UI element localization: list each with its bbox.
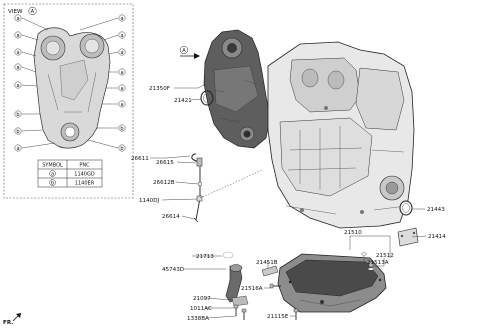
oil-strainer-gasket bbox=[222, 251, 234, 259]
svg-text:a: a bbox=[16, 50, 19, 56]
svg-text:a: a bbox=[120, 70, 123, 76]
svg-text:a: a bbox=[120, 102, 123, 108]
bolt-marker-a: a bbox=[14, 81, 22, 89]
rear-oil-seal bbox=[399, 200, 413, 216]
bolt-marker-a: a bbox=[118, 84, 126, 92]
part-label-21443: 21443 bbox=[427, 207, 445, 213]
view-a-arrow: A bbox=[179, 45, 200, 59]
bolt-marker-a: a bbox=[14, 31, 22, 39]
bolt-marker-a: a bbox=[14, 63, 22, 71]
drain-plug-gasket bbox=[361, 252, 367, 256]
part-labels: 21350F 21421 26611 26615 26612B 1140DJ 2… bbox=[131, 86, 446, 322]
part-label-21097: 21097 bbox=[193, 296, 211, 302]
svg-text:a: a bbox=[16, 146, 19, 152]
svg-text:a: a bbox=[120, 33, 123, 39]
bolt-marker-b: b bbox=[118, 124, 126, 132]
table-row-pnc: 1140ER bbox=[75, 181, 95, 187]
front-label: FR. bbox=[3, 320, 13, 326]
table-row-symbol: b bbox=[51, 180, 54, 186]
part-label-1338BA: 1338BA bbox=[187, 316, 209, 322]
part-label-26614: 26614 bbox=[162, 214, 180, 220]
part-label-21510: 21510 bbox=[344, 230, 362, 236]
view-title: VIEW bbox=[8, 9, 23, 15]
drain-plug bbox=[367, 261, 375, 271]
part-label-21512: 21512 bbox=[376, 253, 394, 259]
part-leader-lines bbox=[150, 83, 427, 319]
svg-text:A: A bbox=[182, 48, 186, 54]
pan-baffle bbox=[261, 265, 279, 277]
table-symbol-circle bbox=[49, 170, 56, 177]
part-label-21421: 21421 bbox=[174, 98, 192, 104]
view-bolt-leaders bbox=[21, 17, 119, 149]
part-label-26611: 26611 bbox=[131, 156, 149, 162]
table-header-pnc: PNC bbox=[79, 163, 90, 169]
bolt-marker-b: b bbox=[14, 110, 22, 118]
crank-seal-hole bbox=[64, 126, 76, 138]
svg-text:b: b bbox=[16, 112, 19, 118]
timing-chain-cover bbox=[203, 29, 271, 149]
cover-ribs bbox=[47, 71, 97, 113]
part-label-21350F: 21350F bbox=[149, 86, 170, 92]
part-label-21451B: 21451B bbox=[256, 260, 278, 266]
part-label-21115E: 21115E bbox=[267, 314, 289, 320]
part-label-45743D: 45743D bbox=[162, 267, 184, 273]
svg-text:a: a bbox=[120, 50, 123, 56]
part-label-26612B: 26612B bbox=[153, 180, 175, 186]
view-a-inset: VIEW A bbox=[3, 3, 134, 199]
bolt-marker-a: a bbox=[118, 14, 126, 22]
bolt-marker-a: a bbox=[14, 48, 22, 56]
oil-strainer bbox=[225, 264, 243, 303]
bolt-marker-a: a bbox=[118, 68, 126, 76]
front-direction-marker: FR. bbox=[3, 313, 21, 326]
part-label-1140DJ: 1140DJ bbox=[139, 198, 160, 204]
table-symbol-circle bbox=[49, 179, 56, 186]
bolt-marker-a: a bbox=[14, 144, 22, 152]
upper-right-gear-hub bbox=[84, 38, 100, 54]
symbol-pnc-table: SYMBOL PNC a 1140GD b 1140ER bbox=[37, 159, 103, 188]
oil-pump-bolts bbox=[233, 304, 247, 320]
svg-text:a: a bbox=[16, 65, 19, 71]
bolt-marker-b: b bbox=[118, 144, 126, 152]
table-row-pnc: 1140GD bbox=[74, 172, 95, 178]
oil-level-gauge bbox=[191, 153, 263, 223]
cylinder-block bbox=[267, 41, 415, 229]
bolt-marker-a: a bbox=[118, 48, 126, 56]
part-label-21516A: 21516A bbox=[241, 286, 263, 292]
pan-bolt bbox=[269, 283, 281, 289]
table-row-symbol: a bbox=[51, 171, 54, 177]
svg-text:a: a bbox=[16, 16, 19, 22]
part-label-21713: 21713 bbox=[196, 254, 214, 260]
svg-text:a: a bbox=[16, 33, 19, 39]
oil-pump-gasket bbox=[231, 295, 249, 307]
part-label-26615: 26615 bbox=[156, 160, 174, 166]
svg-text:b: b bbox=[120, 126, 123, 132]
view-bolt-markers: a a a a a b b a a a a a a a b b bbox=[14, 14, 126, 152]
part-label-21513A: 21513A bbox=[367, 260, 389, 266]
cover-rib-area bbox=[59, 59, 89, 101]
view-ref-circle bbox=[28, 6, 37, 16]
stud-bolt bbox=[293, 308, 299, 320]
bolt-marker-a: a bbox=[14, 14, 22, 22]
bolt-marker-a: a bbox=[118, 31, 126, 39]
svg-text:a: a bbox=[120, 86, 123, 92]
front-oil-seal bbox=[200, 90, 214, 106]
table-header-symbol: SYMBOL bbox=[42, 163, 63, 169]
cover-plate bbox=[397, 227, 419, 247]
front-arrow-icon bbox=[16, 313, 21, 318]
upper-left-gear-hub bbox=[45, 40, 61, 56]
view-ref-letter: A bbox=[31, 9, 35, 15]
svg-text:b: b bbox=[120, 146, 123, 152]
svg-text:a: a bbox=[120, 16, 123, 22]
bolt-marker-b: b bbox=[14, 127, 22, 135]
part-label-1011AC: 1011AC bbox=[190, 306, 212, 312]
bolt-marker-a: a bbox=[118, 100, 126, 108]
oil-pan bbox=[277, 253, 387, 313]
svg-text:a: a bbox=[16, 83, 19, 89]
svg-text:b: b bbox=[16, 129, 19, 135]
part-label-21414: 21414 bbox=[428, 234, 446, 240]
